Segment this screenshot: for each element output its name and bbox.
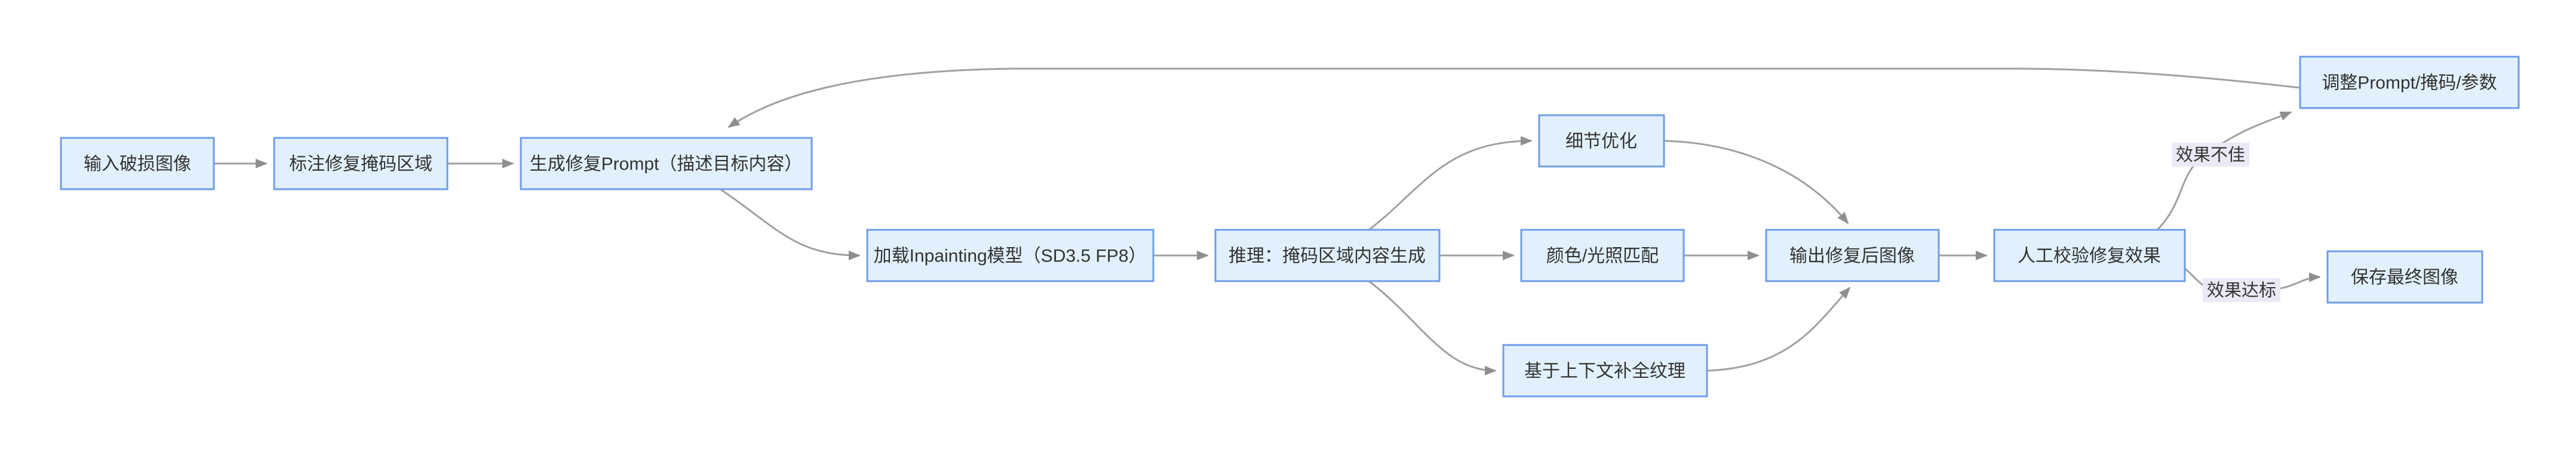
node-review: 人工校验修复效果: [1993, 229, 2186, 282]
node-texture-box: [1502, 344, 1708, 398]
edge-review-to-adjust: [2156, 111, 2292, 231]
node-input-label: 输入破损图像: [84, 155, 191, 174]
node-adjust: 调整Prompt/掩码/参数: [2299, 56, 2520, 109]
edge-label-bad: 效果不佳: [2172, 143, 2249, 167]
node-inference-box: [1214, 229, 1441, 282]
node-detail-label: 细节优化: [1565, 132, 1637, 152]
edge-label-good: 效果达标: [2203, 278, 2280, 302]
node-review-box: [1993, 229, 2186, 282]
node-save: 保存最终图像: [2326, 250, 2483, 304]
edge-layer: [214, 67, 2321, 375]
node-output-label: 输出修复后图像: [1789, 247, 1915, 266]
node-prompt: 生成修复Prompt（描述目标内容）: [520, 137, 813, 190]
edge-texture-to-output: [1706, 287, 1851, 372]
node-color-label: 颜色/光照匹配: [1546, 247, 1659, 266]
edge-adjust-to-prompt: [727, 67, 2301, 128]
node-detail-box: [1538, 114, 1665, 168]
node-input: 输入破损图像: [60, 137, 215, 190]
node-texture: 基于上下文补全纹理: [1502, 344, 1708, 398]
edge-inference-to-texture: [1368, 280, 1497, 375]
node-adjust-label: 调整Prompt/掩码/参数: [2322, 73, 2497, 93]
node-inference: 推理：掩码区域内容生成: [1214, 229, 1441, 282]
node-save-label: 保存最终图像: [2351, 268, 2458, 288]
edge-prompt-to-model: [720, 188, 861, 260]
node-mask-label: 标注修复掩码区域: [289, 155, 432, 174]
node-save-box: [2326, 250, 2483, 304]
node-model-label: 加载Inpainting模型（SD3.5 FP8）: [874, 247, 1147, 266]
node-color-box: [1520, 229, 1685, 282]
node-prompt-label: 生成修复Prompt（描述目标内容）: [530, 155, 803, 174]
node-mask: 标注修复掩码区域: [273, 137, 449, 190]
edge-inference-to-detail: [1368, 136, 1533, 231]
node-model: 加载Inpainting模型（SD3.5 FP8）: [866, 229, 1155, 282]
edge-detail-to-output: [1663, 140, 1849, 224]
node-mask-box: [273, 137, 449, 190]
edge-label-good-text: 效果达标: [2207, 281, 2276, 300]
node-review-label: 人工校验修复效果: [2018, 247, 2161, 266]
node-inference-label: 推理：掩码区域内容生成: [1229, 247, 1426, 266]
node-adjust-box: [2299, 56, 2520, 109]
node-prompt-box: [520, 137, 813, 190]
node-output: 输出修复后图像: [1765, 229, 1940, 282]
edge-label-bad-bg: [2172, 143, 2249, 167]
node-output-box: [1765, 229, 1940, 282]
node-detail: 细节优化: [1538, 114, 1665, 168]
node-texture-label: 基于上下文补全纹理: [1524, 362, 1685, 381]
node-model-box: [866, 229, 1155, 282]
node-color: 颜色/光照匹配: [1520, 229, 1685, 282]
edge-label-bad-text: 效果不佳: [2176, 145, 2245, 165]
edge-label-good-bg: [2203, 278, 2280, 302]
node-input-box: [60, 137, 215, 190]
